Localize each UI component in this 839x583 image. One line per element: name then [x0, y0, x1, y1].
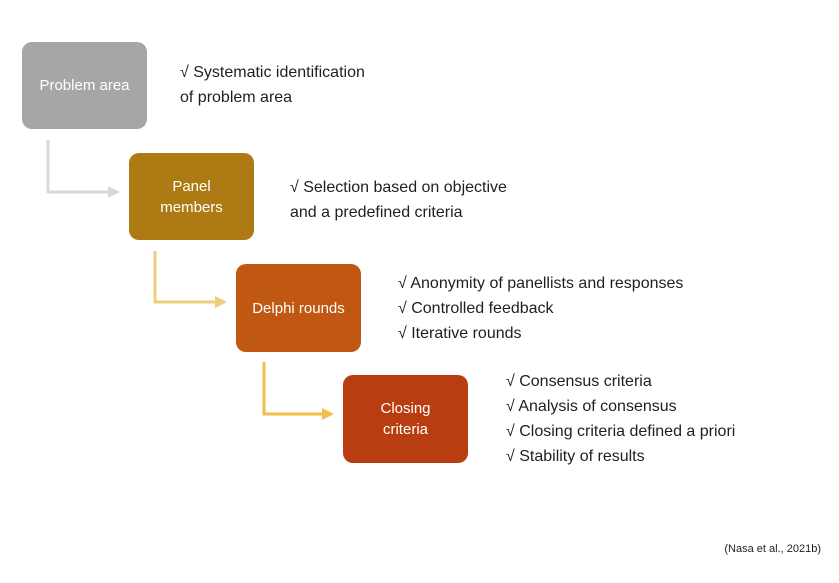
step-label: Closing criteria: [380, 400, 431, 438]
bullet-item: √ Controlled feedback: [398, 300, 554, 317]
step-box-closing-criteria: Closing criteria: [343, 375, 468, 463]
step-label: Panel members: [160, 177, 223, 216]
bullet-item: √ Selection based on objective: [290, 179, 507, 196]
bullet-item: √ Anonymity of panellists and responses: [398, 275, 684, 292]
step-box-problem-area: Problem area: [22, 42, 147, 129]
step-box-delphi-rounds: Delphi rounds: [236, 264, 361, 352]
arrow-panel-to-delphi: [153, 251, 227, 308]
bullet-item: of problem area: [180, 89, 293, 106]
bullet-item: √ Analysis of consensus: [506, 398, 677, 415]
step-box-panel-members: Panel members: [129, 153, 254, 240]
bullet-list-panel-members: √ Selection based on objective and a pre…: [290, 175, 507, 225]
step-label: Delphi rounds: [252, 299, 345, 317]
bullet-item: √ Systematic identification: [180, 64, 365, 81]
step-label: Problem area: [39, 77, 130, 94]
bullet-list-closing-criteria: √ Consensus criteria √ Analysis of conse…: [506, 369, 735, 469]
bullet-item: and a predefined criteria: [290, 204, 463, 221]
arrow-problem-to-panel: [46, 140, 120, 198]
bullet-list-problem-area: √ Systematic identification of problem a…: [180, 60, 365, 110]
citation: (Nasa et al., 2021b): [724, 543, 821, 555]
bullet-item: √ Consensus criteria: [506, 373, 652, 390]
bullet-item: √ Closing criteria defined a priori: [506, 423, 736, 440]
arrow-delphi-to-closing: [262, 362, 334, 420]
bullet-item: √ Iterative rounds: [398, 325, 522, 342]
bullet-list-delphi-rounds: √ Anonymity of panellists and responses …: [398, 271, 683, 346]
bullet-item: √ Stability of results: [506, 448, 645, 465]
